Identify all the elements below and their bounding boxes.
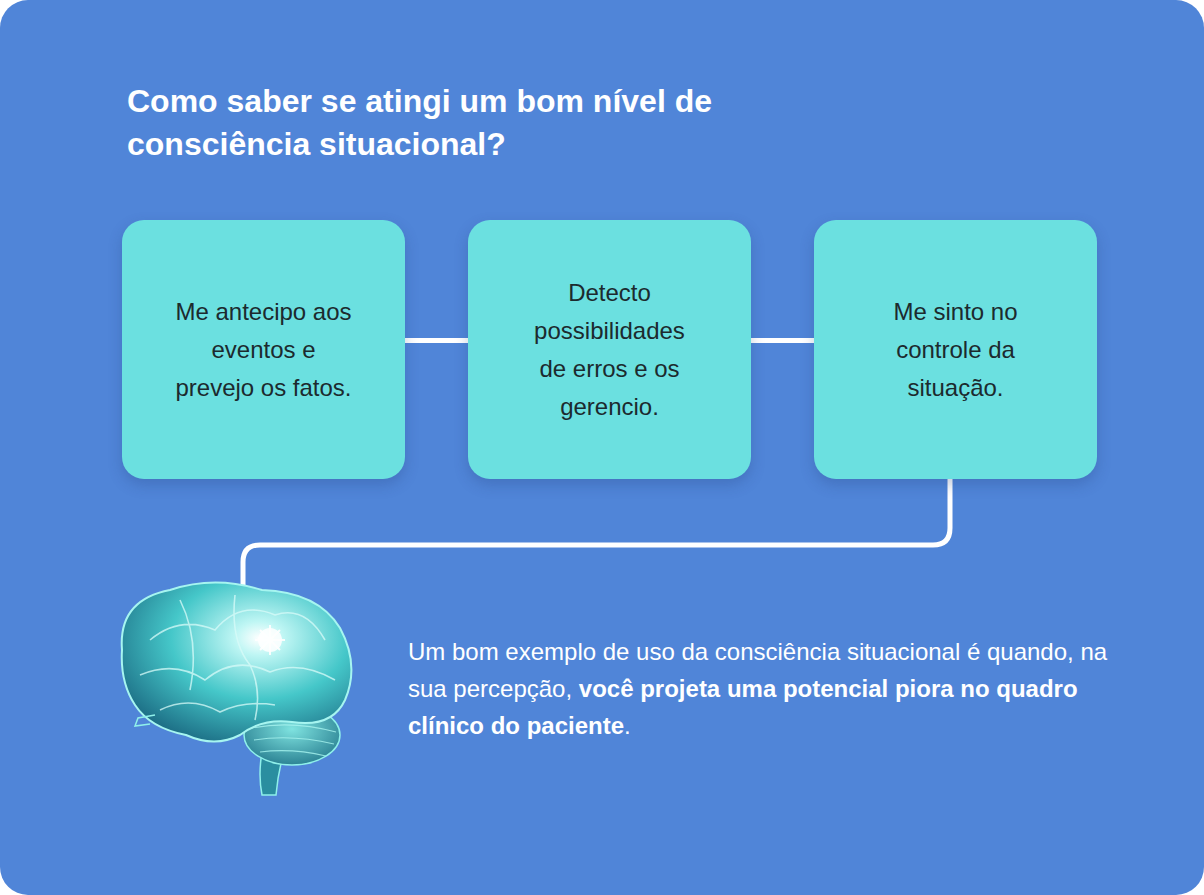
process-box: Me sinto no controle da situação. (814, 220, 1097, 479)
text-group: Me antecipo aos eventos e prevejo os fat… (175, 293, 353, 407)
note-text-part: . (624, 712, 631, 739)
process-box: Detecto possibilidades de erros e os ger… (468, 220, 751, 479)
connector-line (405, 338, 468, 343)
leader-line (243, 479, 950, 592)
connector (405, 340, 468, 341)
box-text: Detecto possibilidades de erros e os ger… (521, 274, 699, 426)
text-group: Me sinto no controle da situação. (867, 293, 1045, 407)
text-group: Detecto possibilidades de erros e os ger… (521, 274, 699, 426)
connector-line (751, 338, 814, 343)
connector (751, 340, 814, 341)
box-text: Me antecipo aos eventos e prevejo os fat… (175, 293, 353, 407)
brain-illustration (122, 583, 352, 796)
note-text: Um bom exemplo de uso da consciência sit… (408, 633, 1108, 744)
box-text: Me sinto no controle da situação. (867, 293, 1045, 407)
process-box: Me antecipo aos eventos e prevejo os fat… (122, 220, 405, 479)
diagram-title: Como saber se atingi um bom nível de con… (127, 80, 767, 166)
